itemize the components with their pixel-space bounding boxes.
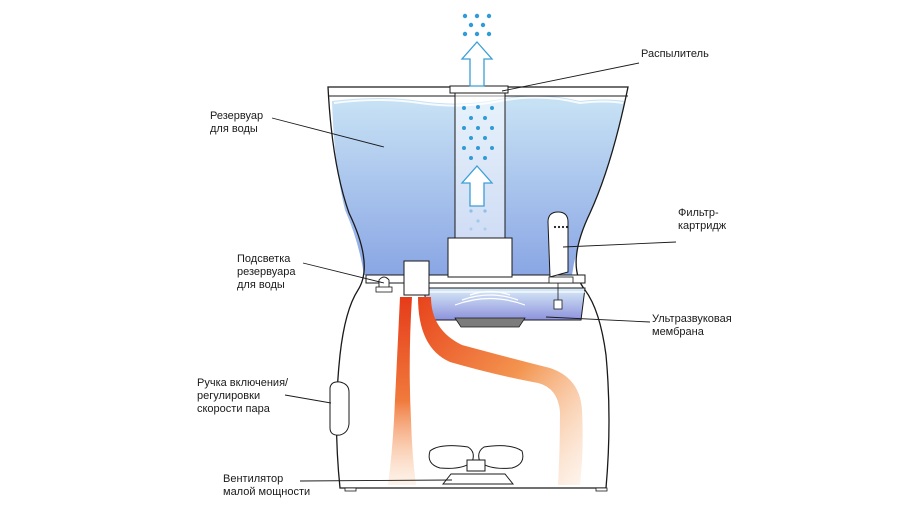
leader-atomizer [501,62,640,92]
ultrasonic-membrane [454,317,526,328]
leader-water-tank [271,117,385,148]
filter-cartridge [547,211,569,278]
mist-dots-top [462,13,492,37]
up-arrow-tube [460,165,494,207]
atomizer-nozzle [449,85,509,94]
airflow-left [388,297,416,485]
label-filter-cartridge: Фильтр- картридж [678,207,727,232]
airflow-right [418,297,583,485]
leader-membrane [545,316,651,323]
label-atomizer: Распылитель [641,48,709,60]
leader-filter [562,241,677,248]
tank-light [378,276,390,289]
leader-fan [299,479,453,482]
label-tank-light: Подсветка резервуара для воды [237,253,296,291]
label-knob: Ручка включения/ регулировки скорости па… [197,377,289,415]
up-arrow-top [460,41,494,87]
label-water-tank: Резервуар для воды [210,110,264,135]
label-fan: Вентилятор малой мощности [223,473,311,498]
label-ultrasonic-membrane: Ультразвуковая мембрана [652,313,732,338]
leader-tank-light [302,262,385,284]
fan [428,445,524,485]
leader-knob [284,394,332,404]
atomizer-tube [454,89,506,241]
knob [329,381,350,436]
mist-dots-tube [462,105,494,231]
air-duct-block [403,260,430,296]
